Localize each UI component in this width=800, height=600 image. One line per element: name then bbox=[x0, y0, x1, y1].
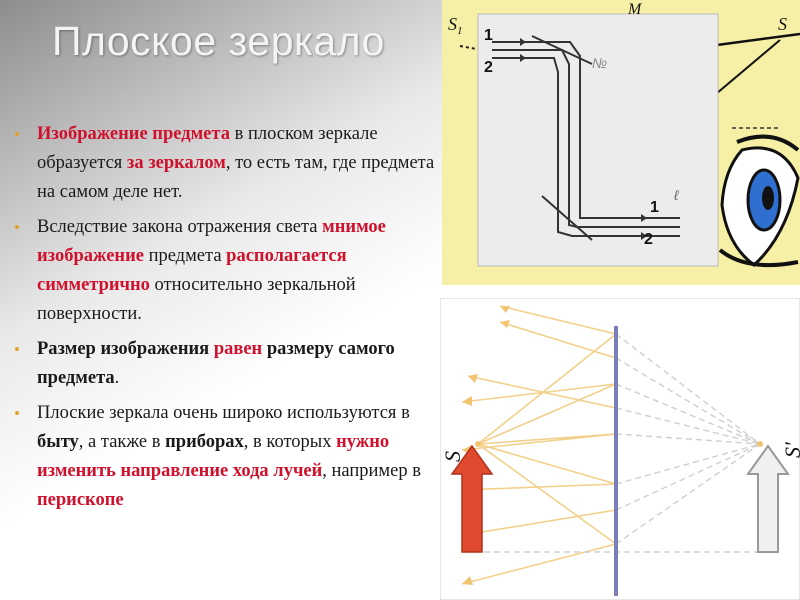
ray-label-2: 2 bbox=[484, 59, 493, 76]
ray-label-1: 1 bbox=[484, 27, 493, 44]
bullet-marker-icon: • bbox=[14, 404, 20, 423]
ray-label-1: 1 bbox=[650, 199, 659, 216]
object-arrow bbox=[450, 444, 494, 553]
ray-arrow-icon bbox=[520, 38, 526, 46]
text-run: Изображение предмета bbox=[37, 124, 230, 144]
text-run: , а также в bbox=[78, 432, 166, 452]
image-arrow bbox=[746, 444, 790, 553]
text-run: , то есть там, где предмета на самом дел… bbox=[37, 153, 435, 202]
image-point bbox=[757, 441, 763, 447]
slide-title: Плоское зеркало bbox=[52, 18, 385, 64]
object-label: S bbox=[440, 451, 465, 462]
eye-icon bbox=[718, 134, 800, 268]
scan-mark: № bbox=[592, 55, 607, 71]
text-run: Размер изображения bbox=[37, 339, 214, 359]
bullet-text: Изображение предмета в плоском зеркале о… bbox=[37, 124, 434, 202]
text-run: Плоские зеркала очень широко используютс… bbox=[37, 403, 410, 423]
bullet-item: • Размер изображения равен размеру самого… bbox=[14, 335, 442, 393]
bullet-item: • Плоские зеркала очень широко используют… bbox=[14, 399, 442, 515]
scan-mark: ℓ bbox=[673, 187, 679, 203]
periscope-rays bbox=[492, 35, 680, 241]
text-run: приборах bbox=[165, 432, 244, 452]
mirror-line bbox=[716, 32, 800, 47]
text-run: относительно зеркальной поверхности. bbox=[37, 275, 356, 324]
image-label: S' bbox=[780, 442, 800, 458]
ray-arrow-icon bbox=[520, 54, 526, 62]
text-run: , например в bbox=[322, 461, 421, 481]
text-run: за зеркалом bbox=[126, 153, 226, 173]
ray-label-2: 2 bbox=[644, 231, 653, 248]
text-run: перископе bbox=[37, 490, 124, 510]
bullet-text: Размер изображения равен размеру самого … bbox=[37, 339, 395, 388]
text-run: располагается симметрично bbox=[37, 246, 347, 295]
mirror-label: M bbox=[627, 1, 643, 18]
bullet-text: Плоские зеркала очень широко используютс… bbox=[37, 403, 421, 510]
source-point bbox=[475, 441, 481, 447]
virtual-rays bbox=[484, 333, 761, 553]
text-run: равен bbox=[213, 339, 263, 359]
bullet-marker-icon: • bbox=[14, 340, 20, 359]
text-run: Вследствие закона отражения света bbox=[37, 217, 323, 237]
text-run: в плоском зеркале образуется bbox=[37, 124, 378, 173]
reflected-rays bbox=[461, 305, 617, 585]
text-run: , в которых bbox=[243, 432, 337, 452]
text-run: быту bbox=[37, 432, 79, 452]
mirror-image-figure: S S' bbox=[440, 298, 800, 600]
bullet-marker-icon: • bbox=[14, 125, 20, 144]
bullet-item: • Изображение предмета в плоском зеркале … bbox=[14, 120, 442, 207]
text-run: мнимое изображение bbox=[37, 217, 386, 266]
image-label: S bbox=[778, 14, 787, 34]
figure-background bbox=[440, 298, 800, 600]
bullet-marker-icon: • bbox=[14, 218, 20, 237]
periscope-panel bbox=[477, 13, 719, 267]
bullet-list: • Изображение предмета в плоском зеркале … bbox=[14, 120, 442, 521]
bullet-text: Вследствие закона отражения света мнимое… bbox=[37, 217, 386, 324]
ray-arrow-icon bbox=[641, 214, 647, 222]
text-run: . bbox=[114, 368, 120, 388]
bullet-item: • Вследствие закона отражения света мнимо… bbox=[14, 213, 442, 329]
periscope-figure: № ℓ S1 M S 1 2 1 2 bbox=[442, 0, 800, 285]
ray-arrow-icon bbox=[641, 232, 647, 240]
text-run: нужно изменить направление хода лучей bbox=[37, 432, 390, 481]
text-run: предмета bbox=[143, 246, 227, 266]
text-run: размеру самого предмета bbox=[37, 339, 395, 388]
source-label: S1 bbox=[448, 14, 463, 37]
